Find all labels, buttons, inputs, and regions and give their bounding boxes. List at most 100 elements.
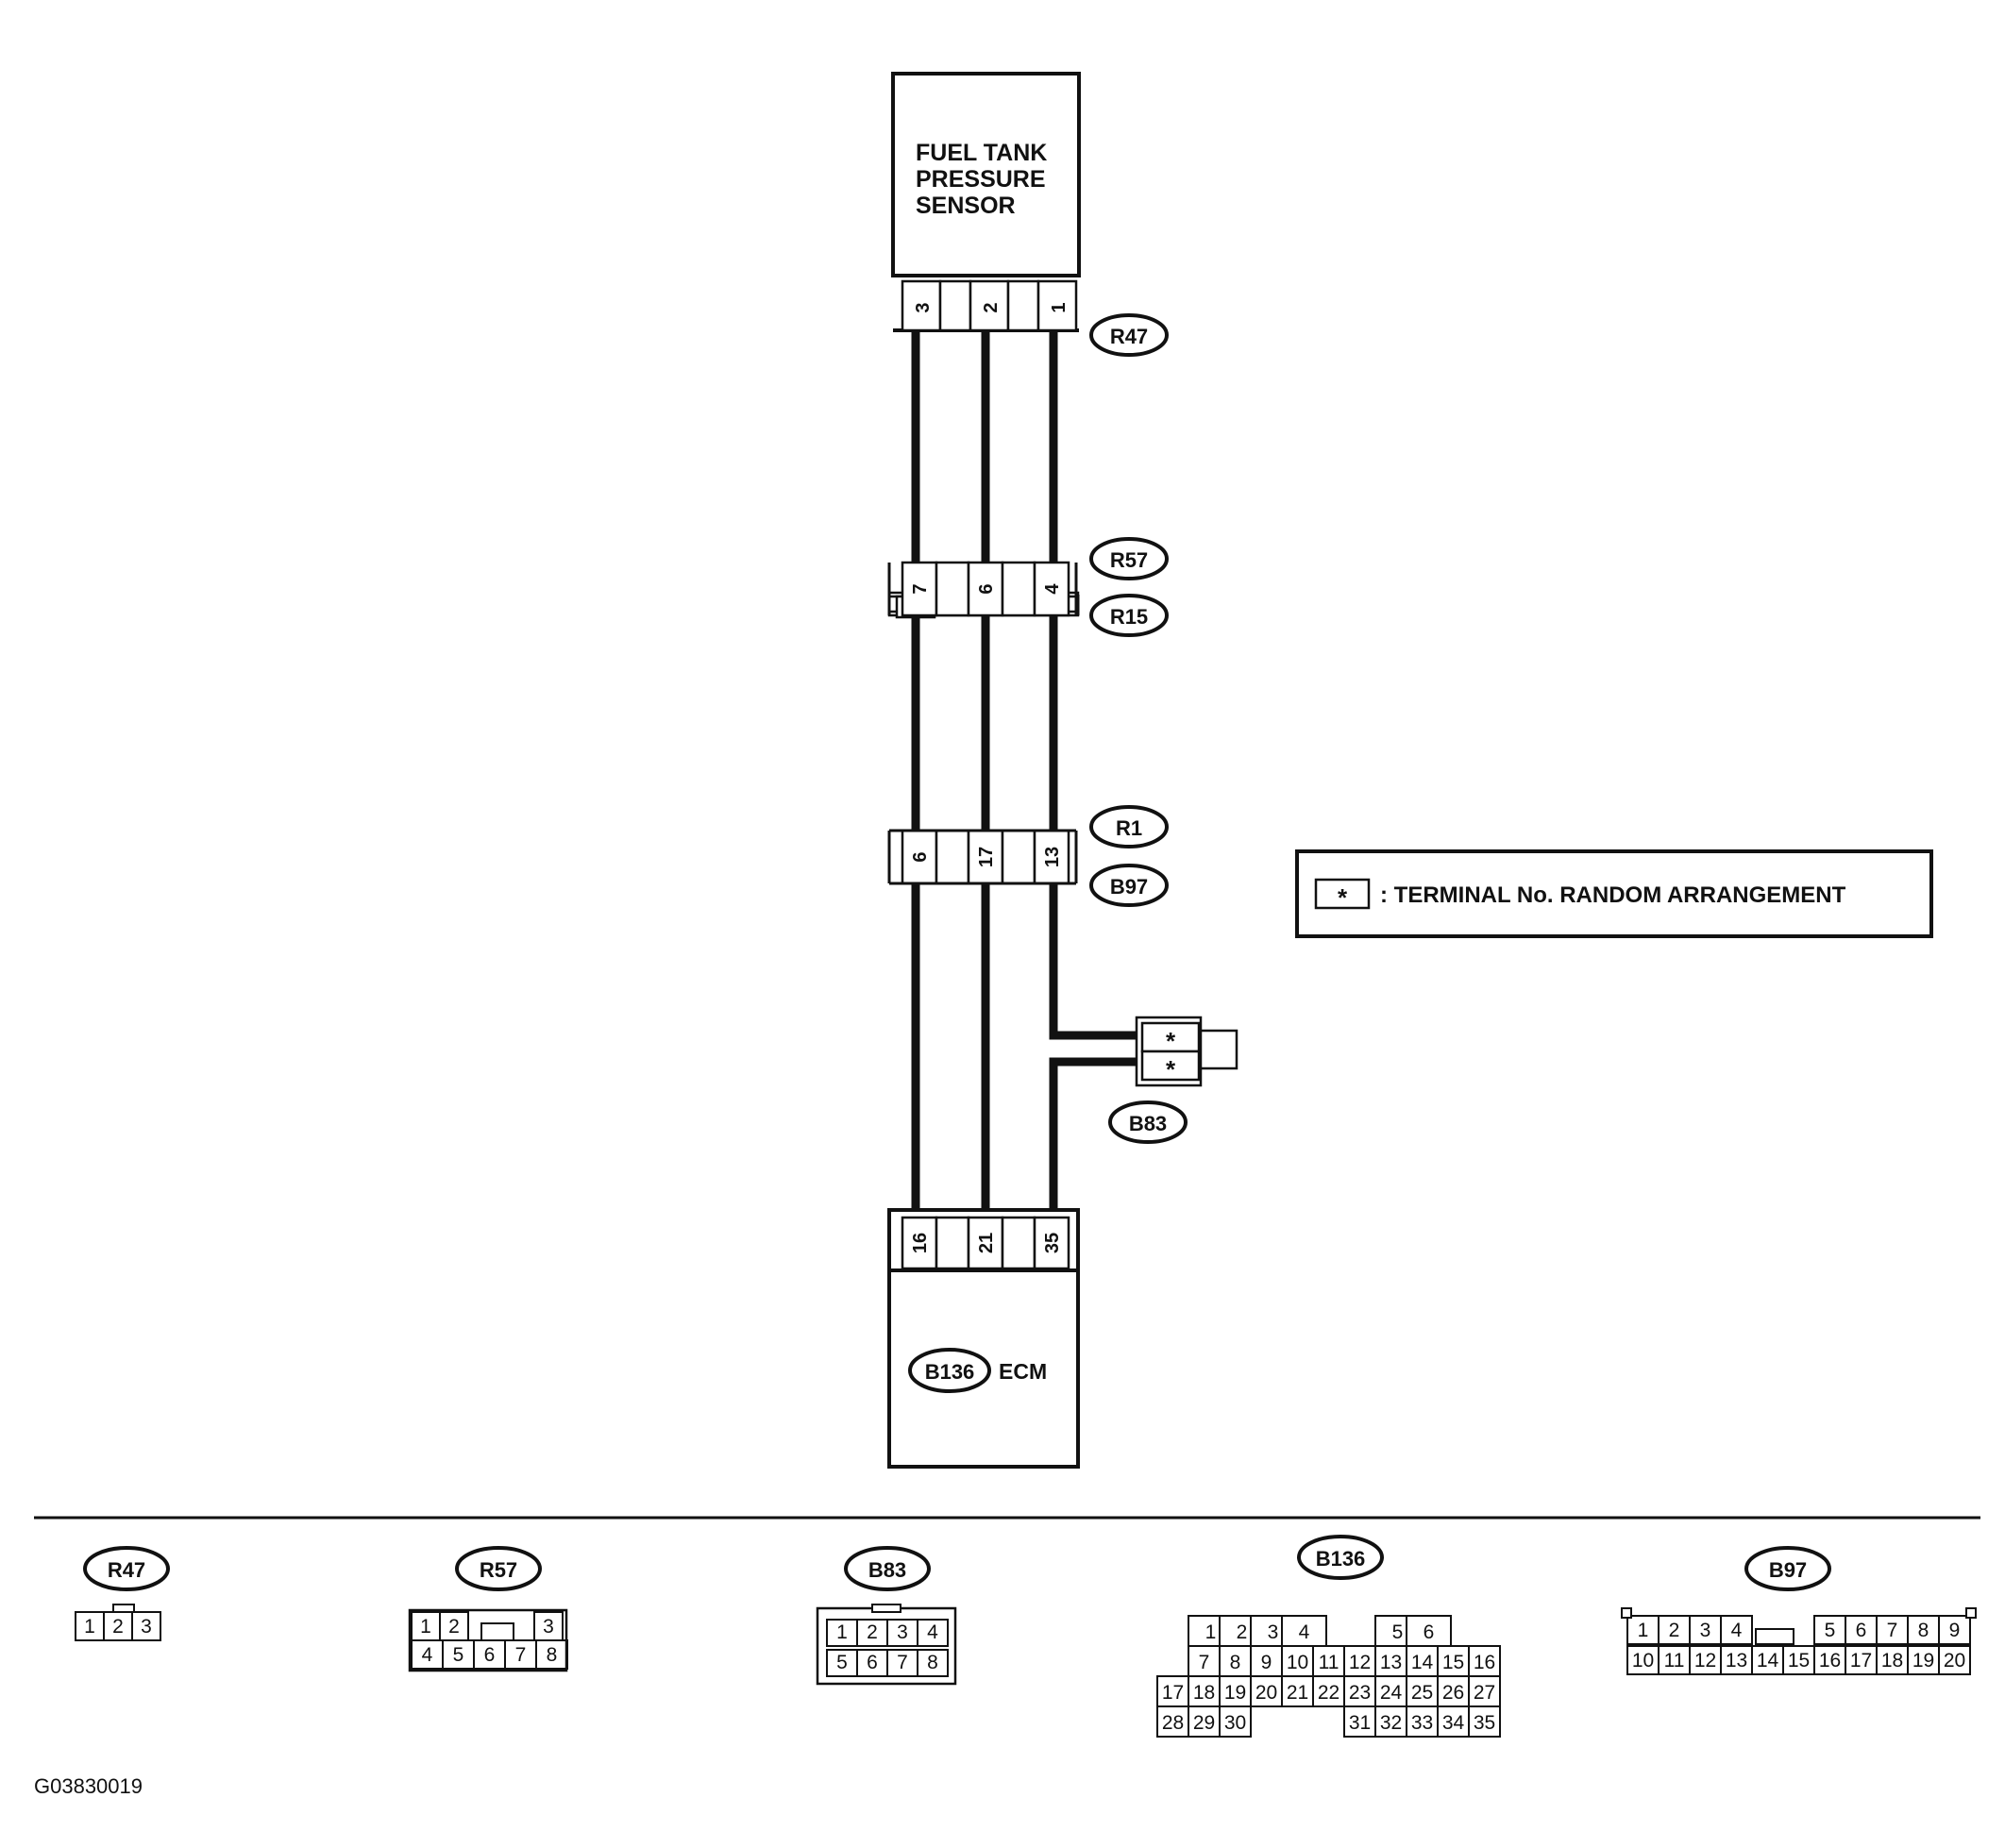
sensor-label-line-3: SENSOR	[916, 193, 1016, 219]
r47-pin-2: 2	[981, 302, 1002, 312]
view-r57-frame	[408, 1608, 568, 1672]
view-r47-pin-1: 1	[84, 1616, 95, 1638]
view-b136-pin-10: 10	[1287, 1652, 1308, 1673]
view-r57-key	[480, 1622, 514, 1641]
view-b136-pin-7-cell	[1188, 1645, 1221, 1677]
view-b97-pin-17: 17	[1850, 1650, 1872, 1672]
view-b136-pin-23: 23	[1349, 1682, 1371, 1704]
wire-bundle-middle	[911, 615, 1058, 831]
view-b83-pin-3-cell	[886, 1619, 918, 1647]
b97-connector-tag: B97	[1089, 864, 1169, 907]
view-r47-pin-2-cell	[103, 1611, 133, 1641]
view-b97-pin-5-cell	[1813, 1615, 1846, 1645]
view-b97-pin-2-cell	[1658, 1615, 1691, 1645]
view-r57-pin-1: 1	[420, 1616, 431, 1638]
view-b97-key	[1755, 1628, 1794, 1645]
view-b97-pin-10: 10	[1632, 1650, 1654, 1672]
r47-pin-3: 3	[913, 302, 934, 312]
view-b97-latch-left	[1621, 1607, 1632, 1619]
view-b136-pin-29: 29	[1193, 1712, 1215, 1734]
view-b136-pin-20: 20	[1255, 1682, 1277, 1704]
svg-text:R15: R15	[1110, 605, 1148, 629]
view-b136-pin-3: 3	[1268, 1621, 1279, 1643]
view-b97-pin-14: 14	[1757, 1650, 1779, 1672]
legend: * : TERMINAL No. RANDOM ARRANGEMENT	[1295, 849, 1933, 938]
view-b83-pin-3: 3	[897, 1621, 908, 1643]
view-b136-pin-25: 25	[1411, 1682, 1433, 1704]
view-r57-tag-oval	[455, 1546, 542, 1591]
view-b136-pin-7: 7	[1199, 1652, 1210, 1673]
wire-bundle-upper	[911, 330, 1058, 593]
view-b136-pin-6: 6	[1424, 1621, 1435, 1643]
ecm-box: 16 21 35 B136 ECM	[887, 1208, 1080, 1469]
view-b97-pin-7: 7	[1887, 1620, 1898, 1641]
view-r57-pin-8-cell	[535, 1639, 568, 1670]
view-b136-pin-32: 32	[1380, 1712, 1402, 1734]
view-b83-pin-4-cell	[917, 1619, 949, 1647]
view-b83-latch	[871, 1604, 901, 1613]
view-b97-pin-13: 13	[1726, 1650, 1747, 1672]
view-b97-tag: B97	[1769, 1558, 1807, 1582]
view-b136-pin-30-cell	[1219, 1705, 1252, 1738]
r1-pin-6: 6	[910, 851, 931, 862]
view-b136-pin-8: 8	[1230, 1652, 1241, 1673]
view-b97-pin-11: 11	[1664, 1650, 1685, 1672]
view-r57-pin-2-cell	[439, 1611, 469, 1641]
wire-bundle-lower	[911, 883, 1142, 1214]
view-b97-pin-1: 1	[1638, 1620, 1649, 1641]
view-b97-pin-15-cell	[1782, 1645, 1815, 1675]
legend-symbol: *	[1338, 883, 1348, 912]
view-b136-pin-14: 14	[1411, 1652, 1434, 1673]
view-b83-pin-2: 2	[867, 1621, 878, 1643]
view-b136-pin-28: 28	[1162, 1712, 1184, 1734]
view-b97-pin-18-cell	[1876, 1645, 1909, 1675]
ecm-pin-21: 21	[976, 1233, 997, 1253]
view-b83-tag: B83	[868, 1558, 906, 1582]
view-b136-pin-4-cell	[1281, 1615, 1327, 1647]
view-r47-pin-2: 2	[112, 1616, 124, 1638]
view-b136-pin-12-cell	[1343, 1645, 1376, 1677]
view-b97-pin-15: 15	[1788, 1650, 1810, 1672]
view-r57-pin-4-cell	[411, 1639, 444, 1670]
view-b136-pin-22-cell	[1312, 1675, 1345, 1707]
sensor-label-line-2: PRESSURE	[916, 166, 1046, 193]
view-b136-pin-35-cell	[1468, 1705, 1501, 1738]
view-b136-pin-31-cell	[1343, 1705, 1376, 1738]
view-r57-pin-2: 2	[448, 1616, 460, 1638]
connector-r47-pins: 3 2 1	[901, 279, 1078, 332]
svg-text:R57: R57	[1110, 548, 1148, 572]
view-b136-pin-35: 35	[1474, 1712, 1495, 1734]
view-b136-pin-21: 21	[1287, 1682, 1308, 1704]
view-b136-tag: B136	[1316, 1547, 1366, 1571]
svg-text:B97: B97	[1110, 875, 1148, 899]
view-b97-pin-4-cell	[1720, 1615, 1753, 1645]
view-b97-pin-18: 18	[1881, 1650, 1903, 1672]
view-b136-pin-22: 22	[1318, 1682, 1339, 1704]
view-r57-pin-3: 3	[543, 1616, 554, 1638]
legend-text: : TERMINAL No. RANDOM ARRANGEMENT	[1380, 882, 1846, 908]
view-b97-pin-16-cell	[1813, 1645, 1846, 1675]
view-b136-pin-30: 30	[1224, 1712, 1246, 1734]
view-r57-pin-7-cell	[504, 1639, 537, 1670]
view-r47-latch	[112, 1604, 135, 1613]
view-b136-pin-31: 31	[1349, 1712, 1371, 1734]
view-b97-pin-9: 9	[1949, 1620, 1961, 1641]
view-b136-pin-33: 33	[1411, 1712, 1433, 1734]
r57-connector-tag: R57	[1089, 537, 1169, 580]
view-b136-pin-19: 19	[1224, 1682, 1246, 1704]
ecm-pin-16: 16	[910, 1233, 931, 1253]
ecm-pin-35: 35	[1042, 1233, 1063, 1253]
b83-pin-star-1: *	[1166, 1027, 1176, 1055]
r57-pin-4: 4	[1042, 583, 1063, 595]
view-r47-tag-oval	[83, 1546, 170, 1591]
view-b136-pin-16-cell	[1468, 1645, 1501, 1677]
view-b136-pin-13: 13	[1380, 1652, 1402, 1673]
connector-b83: * *	[1135, 1016, 1238, 1087]
svg-text:B83: B83	[1129, 1112, 1167, 1135]
view-b136-pin-18: 18	[1193, 1682, 1215, 1704]
view-b97-pin-19: 19	[1912, 1650, 1934, 1672]
view-b136-pin-24: 24	[1380, 1682, 1403, 1704]
view-b136-pin-5: 5	[1392, 1621, 1404, 1643]
view-b83-pin-5: 5	[836, 1652, 848, 1673]
view-b97-pin-20: 20	[1944, 1650, 1965, 1672]
